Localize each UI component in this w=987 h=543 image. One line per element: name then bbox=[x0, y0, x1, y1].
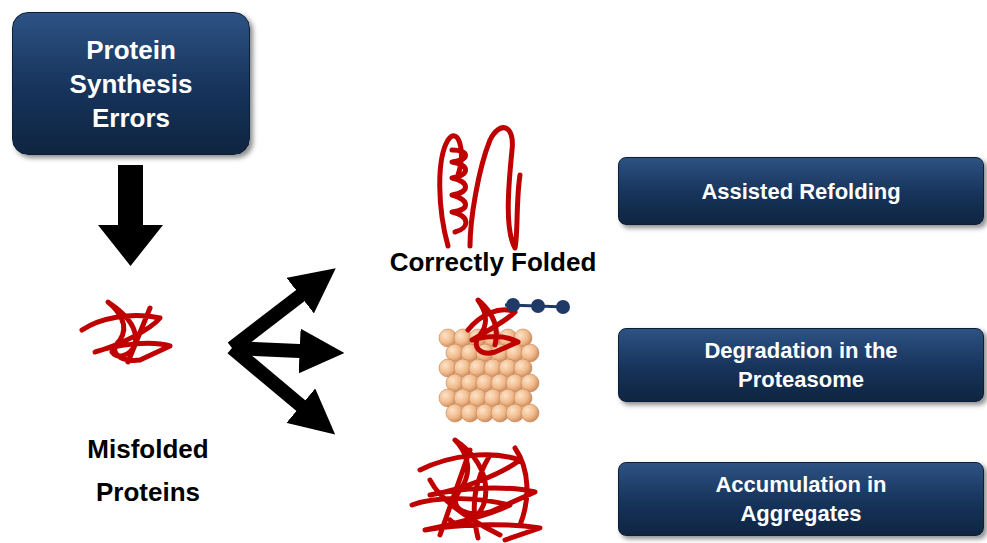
down-arrow bbox=[98, 165, 163, 266]
misfolded-protein bbox=[82, 302, 170, 362]
protein-aggregate bbox=[412, 440, 540, 540]
caption-label: Misfolded Proteins bbox=[43, 428, 253, 514]
fork-arrows bbox=[232, 282, 322, 420]
caption-label: Correctly Folded bbox=[362, 244, 624, 280]
proteasome bbox=[439, 329, 539, 422]
box-text: Assisted Refolding bbox=[701, 177, 900, 206]
cause-box: Protein Synthesis Errors bbox=[12, 12, 250, 155]
outcome-box: Degradation in the Proteasome bbox=[618, 328, 984, 402]
box-text: Degradation in the Proteasome bbox=[671, 336, 931, 394]
folded-protein bbox=[440, 128, 520, 248]
box-text: Protein Synthesis Errors bbox=[36, 33, 226, 135]
ubiquitin-chain bbox=[505, 298, 570, 314]
proteasome-subunit bbox=[521, 404, 539, 422]
outcome-box: Assisted Refolding bbox=[618, 157, 984, 225]
box-text: Accumulation in Aggregates bbox=[681, 470, 921, 528]
outcome-box: Accumulation in Aggregates bbox=[618, 462, 984, 536]
